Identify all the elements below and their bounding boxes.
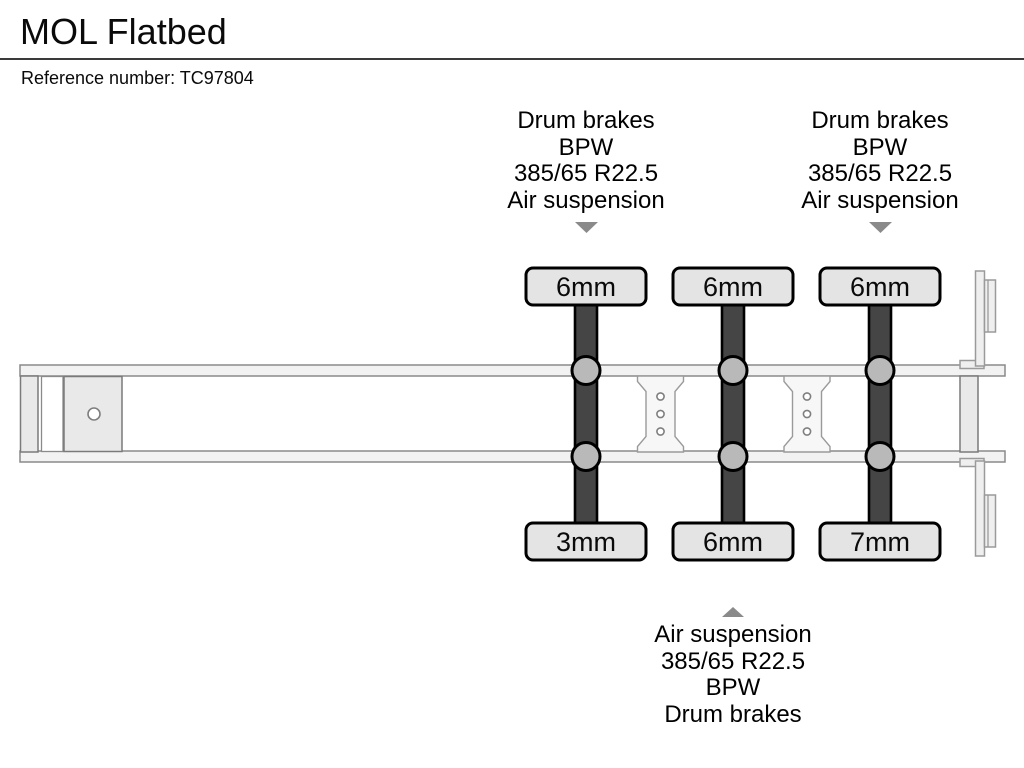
- kingpin-plate: [63, 375, 123, 453]
- tread-depth-value: 6mm: [703, 527, 763, 557]
- spec-line-tire-size: 385/65 R22.5: [807, 160, 953, 187]
- down-arrow-icon: [869, 222, 892, 233]
- tread-depth-box: [818, 521, 942, 562]
- rear-light-bracket: [983, 279, 997, 333]
- tread-depth-box: [818, 266, 942, 307]
- spec-line-tire-size: 385/65 R22.5: [660, 647, 806, 675]
- rear-cross-column: [959, 375, 979, 453]
- tread-depth-value: 7mm: [850, 527, 910, 557]
- rear-light-bracket: [983, 494, 997, 548]
- tread-depth-box: [671, 521, 795, 562]
- wheel-hub: [570, 355, 602, 386]
- chassis-top-rail: [19, 364, 1006, 377]
- spec-line-suspension: Air suspension: [801, 186, 959, 214]
- bolt-hole: [802, 427, 812, 436]
- chassis-bottom-rail: [19, 450, 1006, 463]
- front-end-cap: [19, 375, 39, 453]
- spec-line-brakes: Drum brakes: [811, 107, 949, 134]
- wheel-hub: [864, 441, 896, 472]
- title-divider: [0, 58, 1024, 60]
- tread-depth-box: [524, 266, 648, 307]
- axle-bar: [720, 298, 746, 530]
- spec-line-brakes: Drum brakes: [517, 107, 655, 134]
- bolt-hole: [802, 409, 812, 419]
- up-arrow-icon: [722, 607, 744, 617]
- axle3-spec-block: Drum brakes BPW 385/65 R22.5 Air suspens…: [730, 107, 1024, 214]
- tread-depth-value: 6mm: [850, 272, 910, 302]
- spec-line-brand: BPW: [705, 674, 761, 701]
- wheel-hub: [570, 441, 602, 472]
- spec-line-brand: BPW: [852, 133, 908, 161]
- rear-bumper-bar: [974, 270, 986, 367]
- tread-depth-value: 6mm: [556, 272, 616, 302]
- spec-line-suspension: Air suspension: [507, 186, 665, 214]
- kingpin: [87, 407, 101, 421]
- wheel-hub: [864, 355, 896, 386]
- reference-number: Reference number: TC97804: [21, 68, 254, 88]
- tread-depth-value: 3mm: [556, 527, 616, 557]
- down-arrow-icon: [575, 222, 598, 233]
- rear-bumper-bar: [974, 460, 986, 557]
- wheel-hub: [717, 441, 749, 472]
- spec-line-tire-size: 385/65 R22.5: [513, 160, 659, 187]
- tread-depth-value: 6mm: [703, 272, 763, 302]
- axle2-spec-block: Air suspension 385/65 R22.5 BPW Drum bra…: [583, 621, 883, 728]
- bolt-hole: [802, 392, 812, 401]
- bolt-hole: [656, 427, 665, 436]
- axle-bar: [867, 298, 893, 530]
- front-cross-cell: [40, 375, 64, 453]
- page-title: MOL Flatbed: [20, 11, 227, 52]
- tread-depth-box: [524, 521, 648, 562]
- bolt-hole: [656, 409, 665, 419]
- wheel-hub: [717, 355, 749, 386]
- spec-line-brand: BPW: [558, 133, 614, 161]
- spec-line-suspension: Air suspension: [654, 621, 812, 648]
- tread-depth-box: [671, 266, 795, 307]
- spec-line-brakes: Drum brakes: [664, 700, 802, 728]
- axle-bar: [573, 298, 599, 530]
- bolt-hole: [656, 392, 665, 401]
- axle1-spec-block: Drum brakes BPW 385/65 R22.5 Air suspens…: [436, 107, 736, 214]
